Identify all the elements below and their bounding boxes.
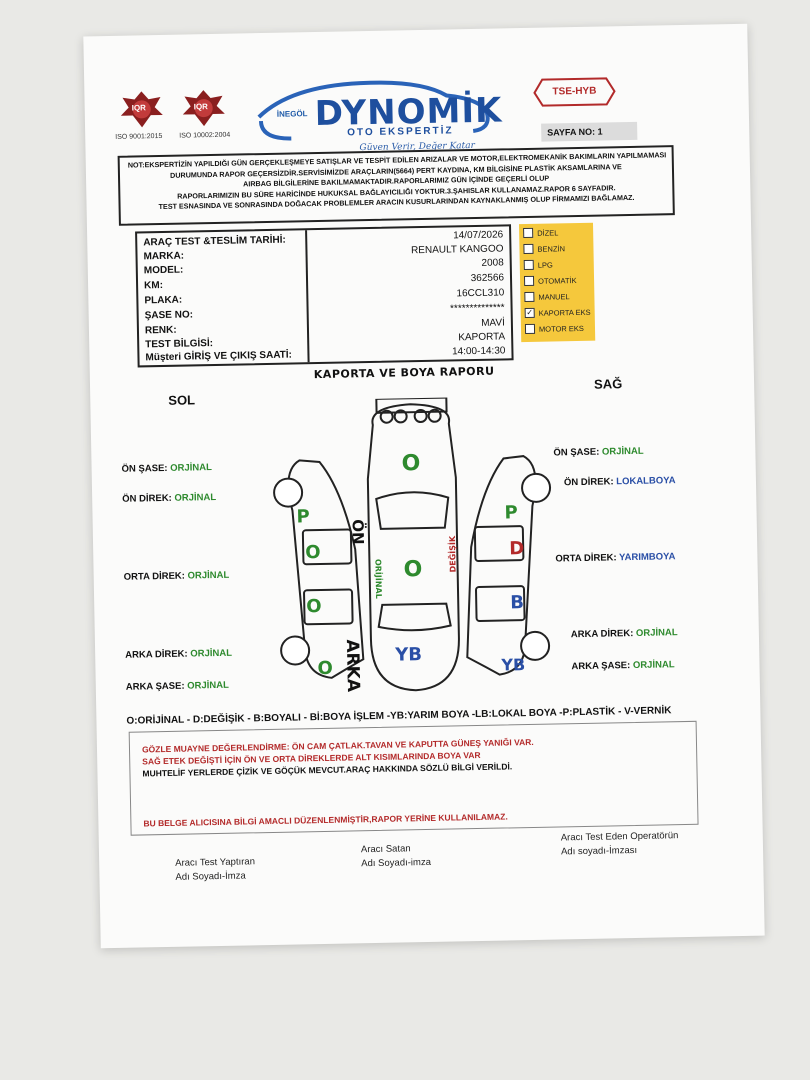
checklist-item-kaporta-eks[interactable]: ✓KAPORTA EKS: [524, 307, 591, 319]
km-value: 362566: [470, 272, 505, 285]
info-label: Müşteri GİRİŞ VE ÇIKIŞ SAATİ:: [145, 349, 293, 364]
car-damage-diagram: ÖN ARKA ORİJİNAL DEĞİŞİK O O YB P O O O …: [273, 396, 552, 693]
info-label: MODEL:: [143, 264, 184, 277]
hood-mark: O: [401, 451, 420, 476]
info-label: PLAKA:: [144, 294, 183, 307]
column-divider: [305, 230, 310, 363]
rear-label: ARKA: [342, 639, 363, 693]
left-rear-pillar: ARKA DİREK: ORJİNAL: [125, 647, 233, 661]
info-label: ŞASE NO:: [144, 309, 194, 322]
right-front-window: [473, 525, 525, 562]
left-front-chassis: ÖN ŞASE: ORJİNAL: [121, 462, 212, 475]
page-number: SAYFA NO: 1: [541, 121, 638, 142]
left-side-title: SOL: [168, 392, 196, 408]
right-side-title: SAĞ: [593, 376, 623, 392]
brand-city: İNEGÖL: [276, 109, 308, 119]
right-rear-wheel: [520, 630, 551, 661]
right-front-door-mark: D: [509, 538, 524, 559]
info-label: RENK:: [144, 324, 177, 337]
checked-checkbox-icon[interactable]: ✓: [524, 307, 535, 319]
test-date-value: 14/07/2026: [453, 229, 504, 242]
info-label: TEST BİLGİSİ:: [145, 338, 214, 351]
tse-label: TSE-HYB: [552, 85, 597, 98]
top-view-body: [366, 403, 460, 692]
left-quarter-mark: O: [317, 658, 333, 679]
color-value: MAVİ: [481, 317, 505, 329]
roof-mark: O: [403, 557, 422, 582]
windshield: [375, 491, 450, 530]
info-label: KM:: [144, 279, 164, 292]
trunk-mark: YB: [394, 644, 422, 666]
cert2-text: ISO 10002:2004: [179, 131, 231, 140]
chassis-value: **************: [450, 302, 505, 315]
disclaimer-text: BU BELGE ALICISINA BİLGİ AMACLI DÜZENLEN…: [143, 811, 508, 829]
operator-signature-block: Aracı Test Eden Operatörün Adı soyadı-İm…: [560, 830, 679, 858]
right-rear-chassis: ARKA ŞASE: ORJİNAL: [571, 659, 675, 673]
checklist-item-manuel[interactable]: MANUEL: [524, 290, 570, 305]
remarks-box: GÖZLE MUAYNE DEĞERLENDİRME: ÖN CAM ÇATLA…: [128, 720, 699, 836]
left-middle-pillar: ORTA DİREK: ORJİNAL: [123, 569, 230, 583]
left-rear-chassis: ARKA ŞASE: ORJİNAL: [125, 679, 230, 693]
right-rear-door-mark: B: [510, 592, 524, 613]
checklist-item-dizel[interactable]: DİZEL: [523, 226, 559, 241]
brand-logo: İNEGÖL DYNOMİK OTO EKSPERTİZ Güven Verir…: [250, 73, 503, 158]
left-rear-wheel: [280, 635, 311, 666]
tse-badge: TSE-HYB: [532, 76, 617, 108]
right-rear-window: [475, 585, 526, 622]
checkbox-icon[interactable]: [523, 259, 534, 271]
left-front-door-mark: O: [305, 542, 321, 563]
left-rear-window: [303, 588, 354, 626]
checkbox-icon[interactable]: [523, 227, 534, 239]
cert2-label: IQR: [193, 102, 208, 112]
right-fender-mark: P: [504, 502, 518, 523]
checklist-item-benzin[interactable]: BENZİN: [523, 242, 565, 257]
tester-signature-block: Aracı Test Yaptıran Adı Soyadı-İmza: [175, 856, 256, 883]
test-info-value: KAPORTA: [458, 331, 506, 344]
seller-signature-block: Aracı Satan Adı Soyadı-imza: [360, 843, 432, 870]
iqr-seal-icon: IQR: [180, 88, 227, 129]
checklist-item-otomatik[interactable]: OTOMATİK: [523, 274, 577, 289]
left-front-window: [301, 528, 353, 566]
iqr-seal-icon: IQR: [118, 89, 165, 130]
checklist-item-lpg[interactable]: LPG: [523, 258, 553, 273]
checkbox-icon[interactable]: [523, 275, 535, 287]
left-front-pillar: ÖN DİREK: ORJİNAL: [122, 491, 217, 505]
info-label: MARKA:: [143, 250, 185, 263]
left-vertical-label: ORİJİNAL: [373, 559, 384, 599]
right-vertical-label: DEĞİŞİK: [446, 535, 458, 573]
brand-subtitle: OTO EKSPERTİZ: [347, 125, 454, 139]
cert1-text: ISO 9001:2015: [115, 132, 163, 141]
brand-value: RENAULT KANGOO: [410, 243, 504, 257]
entry-exit-time-value: 14:00-14:30: [451, 345, 506, 358]
left-fender-mark: P: [296, 506, 310, 527]
right-quarter-mark: YB: [500, 655, 525, 674]
report-title: KAPORTA VE BOYA RAPORU: [313, 364, 495, 382]
tse-hexagon-icon: [533, 77, 616, 107]
left-rear-door-mark: O: [306, 596, 322, 617]
right-front-wheel: [521, 472, 552, 503]
checklist-item-motor-eks[interactable]: MOTOR EKS: [524, 322, 584, 337]
info-label: ARAÇ TEST &TESLİM TARİHİ:: [143, 234, 286, 249]
plate-value: 16CCL310: [456, 287, 505, 300]
front-bumper: [375, 396, 448, 414]
checkbox-icon[interactable]: [524, 323, 536, 335]
report-sheet: IQR ISO 9001:2015 IQR ISO 10002:2004 İNE…: [83, 23, 765, 949]
right-rear-pillar: ARKA DİREK: ORJİNAL: [570, 627, 678, 641]
front-label: ÖN: [349, 519, 368, 545]
checkbox-icon[interactable]: [523, 243, 534, 255]
right-front-pillar: ÖN DİREK: LOKALBOYA: [563, 475, 676, 489]
fuel-type-checklist: DİZEL BENZİN LPG OTOMATİK MANUEL ✓KAPORT…: [518, 222, 596, 343]
rear-window: [377, 602, 452, 632]
cert1-label: IQR: [131, 103, 147, 113]
left-front-wheel: [273, 477, 304, 508]
vehicle-info-table: ARAÇ TEST &TESLİM TARİHİ: MARKA: MODEL: …: [135, 224, 514, 368]
car-swoosh-icon: [257, 80, 490, 141]
checkbox-icon[interactable]: [524, 291, 535, 303]
legal-note: NOT:EKSPERTİZİN YAPILDIĞI GÜN GERÇEKLEŞM…: [117, 145, 675, 226]
model-value: 2008: [481, 257, 504, 269]
